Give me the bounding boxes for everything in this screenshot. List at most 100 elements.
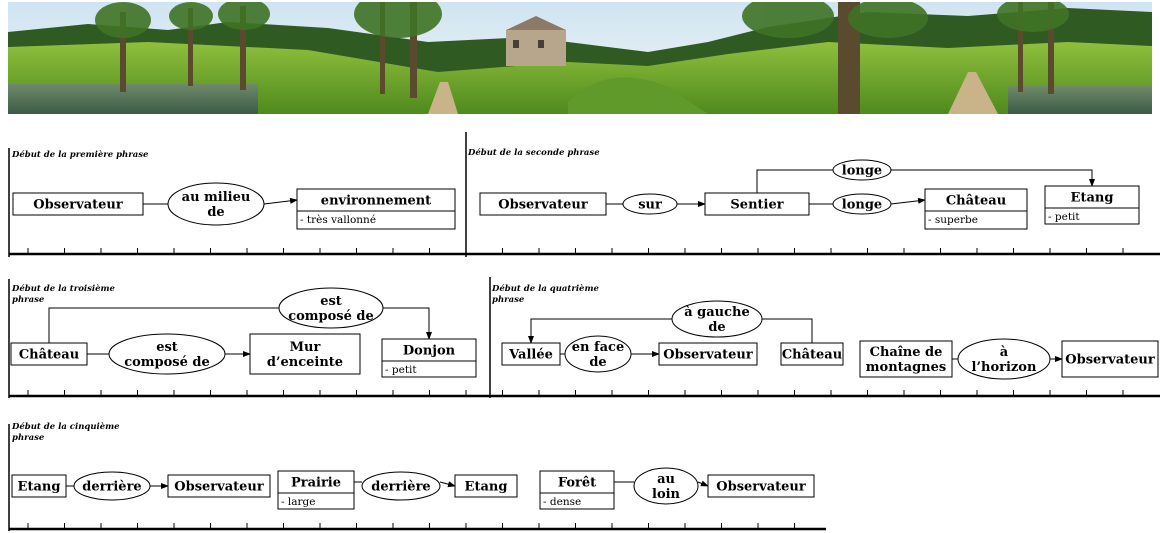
attribute-text: - petit [1048,211,1080,223]
node-s2-chateau: Château - superbe [924,188,1028,230]
concept-box [249,333,361,375]
relation-label: de [207,205,224,220]
concept-label: d’enceinte [267,355,343,370]
panorama-banner [8,2,1152,114]
node-s5-observateur: Observateur [167,474,271,498]
edge-line [756,169,833,193]
relation-label: l’horizon [972,360,1037,375]
node-s3-donjon: Donjon- petit [381,338,477,378]
node-s4-chateau: Château [780,342,844,366]
node-s5-observateur2: Observateur [707,474,815,498]
concept-box [707,474,815,498]
relation-label: longe [842,198,882,213]
relation-label: est [320,294,342,309]
concept-box [1061,340,1159,378]
concept-box [12,192,144,216]
concept-label: Observateur [498,198,588,213]
node-s5-etang: Etang [11,474,67,498]
concept-label: Château [946,194,1006,209]
node-s4-vallee: Vallée [501,342,561,366]
caption-phrase-4: Début de la quatrième [491,283,599,294]
relation-ellipse [278,287,384,329]
relation-label: au [657,472,675,487]
caption-phrase-2: Début de la seconde phrase [467,147,600,158]
concept-box [277,470,355,510]
concept-box [381,338,477,378]
concept-label: Observateur [663,348,753,363]
caption-phrase-4-line2: phrase [492,295,525,305]
edge-line [48,307,279,343]
concept-label: Forêt [558,476,596,491]
concept-box [296,188,456,230]
relation-label: longe [842,164,882,179]
relation-label: est [156,340,178,355]
caption-phrase-3-line2: phrase [12,295,45,305]
relation-ellipse [832,193,892,215]
relation-label: en face [572,340,624,355]
concept-box [924,188,1028,230]
arrow-edge [439,481,456,488]
concept-box [1044,185,1140,225]
relation-ellipse [167,182,265,226]
node-s4-observateur2: Observateur [1061,340,1159,378]
attribute-text: - large [281,496,315,508]
relation-ellipse [957,338,1051,380]
caption-phrase-5-line2: phrase [12,433,45,443]
concept-label: Observateur [716,480,806,495]
node-s2-sentier: Sentier [704,192,810,216]
concept-box [658,342,758,366]
node-s5-etang2: Etang [454,474,518,498]
concept-box [704,192,810,216]
arrow-edge [383,307,432,340]
relation-label: au milieu [182,190,251,205]
node-s2-sur: sur [622,193,678,215]
edge-line [762,318,813,343]
concept-label: Château [19,348,79,363]
relation-label: composé de [288,309,374,324]
node-s1-environnement: environnement- très vallonné [296,188,456,230]
caption-phrase-3: Début de la troisième [11,283,116,294]
concept-label: Chaîne de [870,345,943,360]
node-s3-chateau: Château [10,342,88,366]
concept-box [501,342,561,366]
concept-label: environnement [321,194,431,209]
node-s5-foret: Forêt - dense [539,470,615,510]
relation-label: à gauche [684,305,750,320]
relation-label: derrière [82,480,141,495]
node-s2-observateur: Observateur [479,192,607,216]
node-s5-derriere2: derrière [361,471,441,501]
concept-label: Prairie [291,476,341,491]
concept-label: Observateur [33,198,123,213]
node-s5-derriere: derrière [73,471,151,501]
relation-ellipse [73,471,151,501]
node-s2-longe-top: longe [832,159,892,181]
diagram-edges [48,169,1095,489]
relation-label: de [589,355,606,370]
concept-label: Observateur [1065,353,1155,368]
caption-phrase-1: Début de la première phrase [11,149,149,160]
concept-box [780,342,844,366]
node-s2-etang: Etang - petit [1044,185,1140,225]
concept-label: Vallée [508,348,553,363]
concept-label: Etang [1071,191,1114,206]
attribute-text: - dense [543,496,581,508]
relation-label: loin [652,487,681,502]
attribute-text: - superbe [928,214,978,226]
relation-label: de [708,320,725,335]
relation-label: à [1000,345,1009,360]
concept-box [10,342,88,366]
relation-label: sur [638,198,662,213]
axis-ticks [27,248,1124,529]
concept-label: Etang [465,480,508,495]
node-s5-prairie: Prairie - large [277,470,355,510]
node-s2-longe: longe [832,193,892,215]
concept-box [167,474,271,498]
